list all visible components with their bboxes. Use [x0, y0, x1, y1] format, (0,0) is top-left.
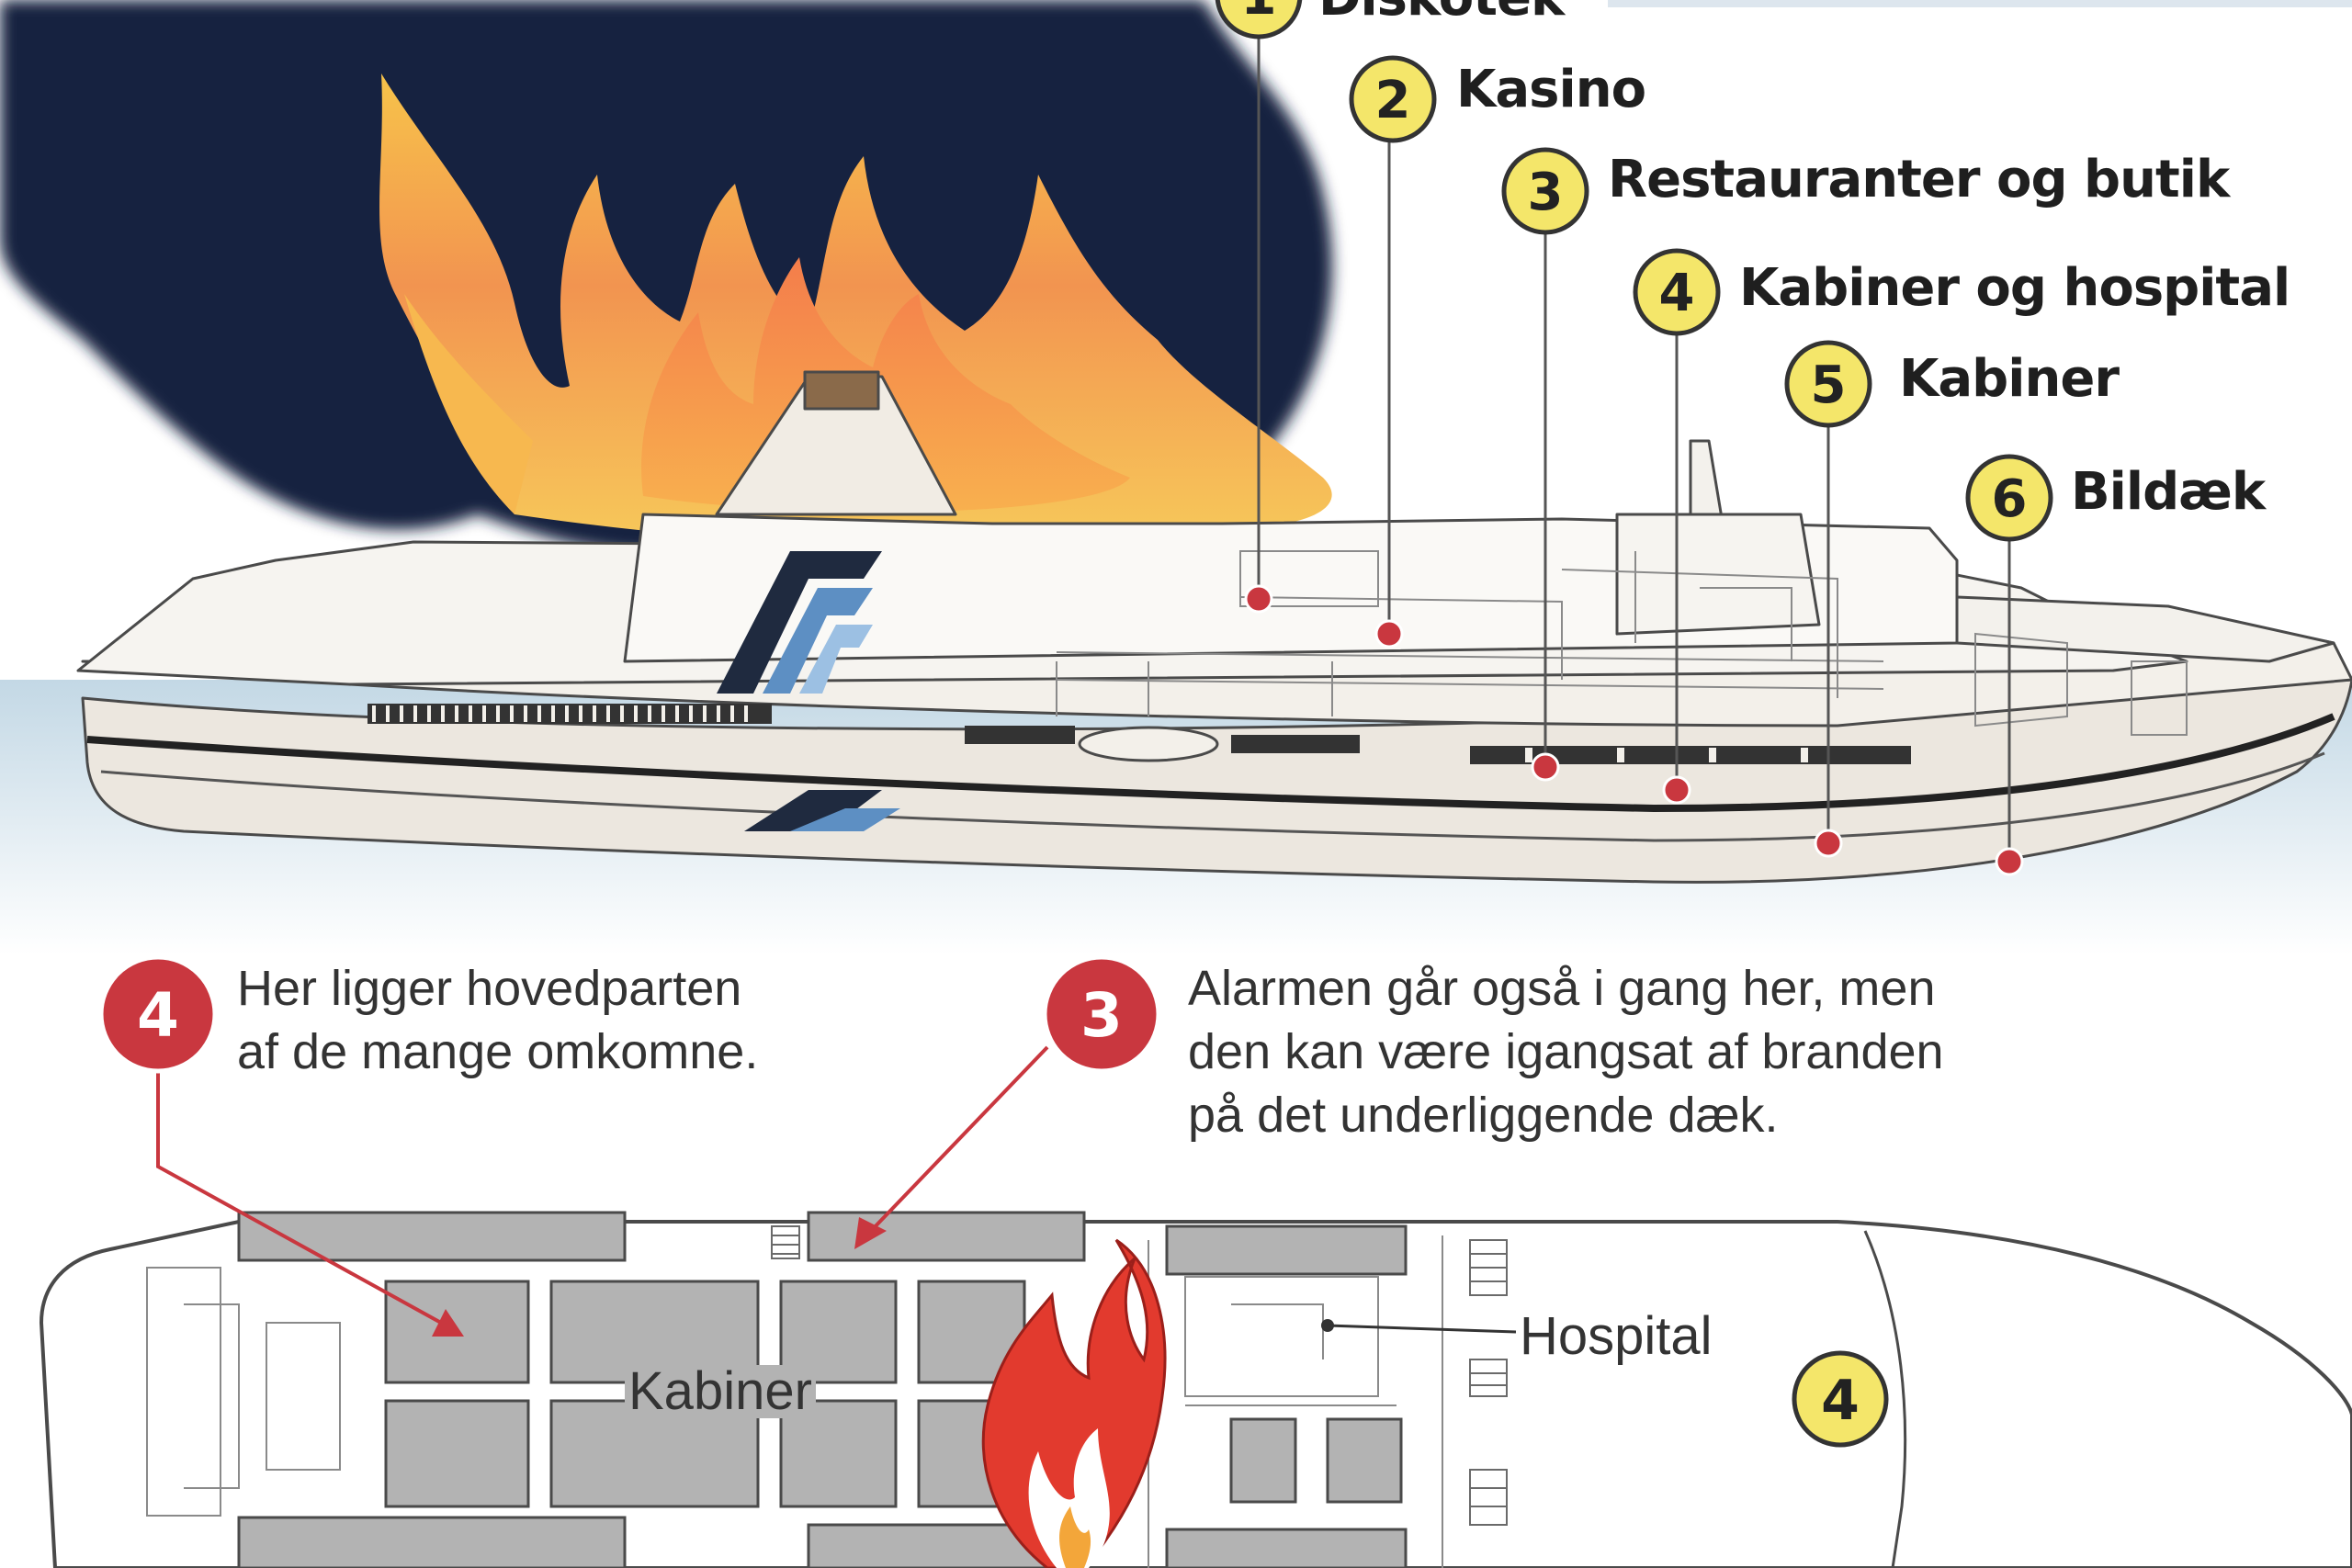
svg-text:5: 5 — [1811, 355, 1847, 415]
marker-4: 4 — [1633, 248, 1721, 336]
lifeboat — [1078, 726, 1219, 762]
marker-6: 6 — [1965, 454, 2053, 542]
svg-text:3: 3 — [1080, 980, 1123, 1051]
svg-text:4: 4 — [1821, 1369, 1860, 1433]
legend-label-4: Kabiner og hospital — [1739, 258, 2290, 318]
callout-note-3-line-3: på det underliggende dæk. — [1188, 1088, 1779, 1143]
hull-logo-stripe — [717, 551, 900, 831]
legend-label-3: Restauranter og butik — [1608, 150, 2230, 209]
callout-note-4-line-1: Her ligger hovedparten — [237, 961, 742, 1016]
marker-1: 1 — [1215, 0, 1303, 39]
legend-markers: 1 2 3 4 5 6 — [1215, 0, 2053, 542]
location-dots — [1244, 584, 2024, 876]
callout-note-3: Alarmen går også i gang her, men den kan… — [1188, 957, 1944, 1147]
fire-icon — [981, 1238, 1167, 1568]
leader-lines — [1257, 18, 2011, 862]
funnel — [715, 375, 957, 516]
stairs — [771, 1225, 1508, 1526]
callout-note-3-line-2: den kan være igangsat af branden — [1188, 1024, 1944, 1079]
svg-text:1: 1 — [1241, 0, 1277, 27]
marker-2: 2 — [1349, 55, 1437, 143]
legend-label-5: Kabiner — [1899, 349, 2120, 409]
deck-plan: 4 — [39, 1211, 2352, 1568]
callout-arrows — [156, 1045, 1049, 1337]
svg-text:4: 4 — [137, 980, 179, 1051]
legend-label-1: Diskotek — [1318, 0, 1565, 24]
callout-badge-4 — [98, 954, 218, 1074]
deck-marker-4 — [1792, 1350, 1889, 1448]
svg-text:6: 6 — [1992, 469, 2028, 529]
ferry-side-view — [76, 370, 2352, 884]
svg-text:2: 2 — [1375, 71, 1411, 130]
svg-text:4: 4 — [1659, 264, 1695, 323]
interior-outlines — [1056, 550, 2188, 736]
callout-note-4: Her ligger hovedparten af de mange omkom… — [237, 957, 758, 1084]
marker-5: 5 — [1784, 340, 1872, 428]
callout-note-4-line-2: af de mange omkomne. — [237, 1024, 759, 1079]
callout-badges: 4 3 — [98, 954, 1161, 1074]
svg-text:3: 3 — [1528, 163, 1564, 222]
callout-note-3-line-1: Alarmen går også i gang her, men — [1188, 961, 1936, 1016]
legend-label-6: Bildæk — [2071, 462, 2266, 522]
marker-3: 3 — [1501, 147, 1589, 235]
legend-label-2: Kasino — [1456, 60, 1646, 119]
hull — [81, 678, 2352, 884]
hospital-label: Hospital — [1516, 1310, 1716, 1363]
cabins-label: Kabiner — [625, 1365, 816, 1418]
callout-badge-3 — [1042, 954, 1161, 1074]
